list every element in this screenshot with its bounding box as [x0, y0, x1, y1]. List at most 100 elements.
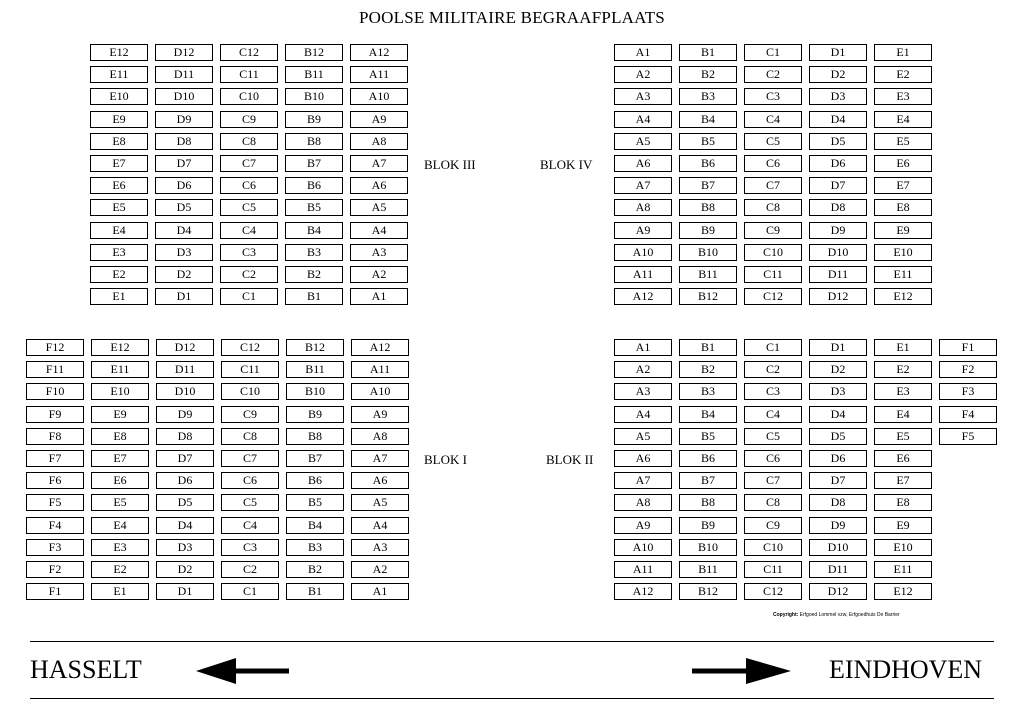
grave-plot: B8 — [286, 428, 344, 445]
grave-plot: A3 — [614, 88, 672, 105]
grave-plot: D9 — [809, 517, 867, 534]
grave-plot: B9 — [679, 222, 737, 239]
grave-plot: F5 — [939, 428, 997, 445]
grave-plot: F9 — [26, 406, 84, 423]
road-line-top — [30, 641, 994, 642]
grave-plot: B5 — [285, 199, 343, 216]
grave-plot: D6 — [809, 450, 867, 467]
arrow-left-icon — [196, 658, 289, 684]
grave-plot: E11 — [874, 266, 932, 283]
grave-plot: C8 — [744, 494, 802, 511]
grave-plot: A3 — [351, 539, 409, 556]
grave-plot: D7 — [809, 472, 867, 489]
grave-plot: D10 — [809, 244, 867, 261]
grave-plot: A7 — [351, 450, 409, 467]
grave-plot: C9 — [220, 111, 278, 128]
grave-plot: C6 — [744, 450, 802, 467]
grave-plot: B10 — [285, 88, 343, 105]
grave-plot: A8 — [351, 428, 409, 445]
grave-plot: A6 — [350, 177, 408, 194]
grave-plot: B7 — [679, 177, 737, 194]
grave-plot: A11 — [614, 266, 672, 283]
grave-plot: D6 — [156, 472, 214, 489]
grave-plot: A11 — [350, 66, 408, 83]
grave-plot: B11 — [679, 266, 737, 283]
grave-plot: E1 — [91, 583, 149, 600]
grave-plot: D5 — [809, 428, 867, 445]
grave-plot: D5 — [155, 199, 213, 216]
grave-plot: E4 — [874, 111, 932, 128]
grave-plot: E2 — [874, 361, 932, 378]
grave-plot: F1 — [26, 583, 84, 600]
blok-i-label: BLOK I — [424, 452, 467, 467]
grave-plot: D2 — [809, 66, 867, 83]
grave-plot: A7 — [350, 155, 408, 172]
grave-plot: E4 — [91, 517, 149, 534]
grave-plot: A8 — [614, 199, 672, 216]
grave-plot: C7 — [744, 472, 802, 489]
grave-plot: D4 — [156, 517, 214, 534]
grave-plot: C11 — [744, 561, 802, 578]
grave-plot: A11 — [614, 561, 672, 578]
grave-plot: A4 — [351, 517, 409, 534]
grave-plot: A1 — [614, 44, 672, 61]
grave-plot: E3 — [91, 539, 149, 556]
grave-plot: C5 — [220, 199, 278, 216]
grave-plot: F6 — [26, 472, 84, 489]
grave-plot: E5 — [91, 494, 149, 511]
grave-plot: D9 — [156, 406, 214, 423]
grave-plot: E10 — [874, 539, 932, 556]
grave-plot: B5 — [679, 133, 737, 150]
grave-plot: C7 — [220, 155, 278, 172]
grave-plot: E2 — [91, 561, 149, 578]
grave-plot: B6 — [679, 155, 737, 172]
grave-plot: E7 — [874, 472, 932, 489]
grave-plot: B12 — [679, 288, 737, 305]
grave-plot: C4 — [744, 406, 802, 423]
grave-plot: B7 — [286, 450, 344, 467]
grave-plot: C5 — [744, 133, 802, 150]
grave-plot: E6 — [90, 177, 148, 194]
grave-plot: A9 — [614, 222, 672, 239]
grave-plot: F8 — [26, 428, 84, 445]
grave-plot: E11 — [874, 561, 932, 578]
grave-plot: A8 — [350, 133, 408, 150]
grave-plot: C4 — [744, 111, 802, 128]
grave-plot: D12 — [156, 339, 214, 356]
grave-plot: D8 — [809, 199, 867, 216]
direction-eindhoven: EINDHOVEN — [829, 655, 983, 684]
grave-plot: B9 — [679, 517, 737, 534]
grave-plot: A1 — [351, 583, 409, 600]
grave-plot: C7 — [221, 450, 279, 467]
grave-plot: E5 — [874, 133, 932, 150]
grave-plot: C9 — [221, 406, 279, 423]
grave-plot: E12 — [91, 339, 149, 356]
grave-plot: A10 — [350, 88, 408, 105]
grave-plot: A6 — [614, 450, 672, 467]
grave-plot: C2 — [744, 66, 802, 83]
grave-plot: B11 — [286, 361, 344, 378]
grave-plot: D4 — [155, 222, 213, 239]
grave-plot: C12 — [744, 583, 802, 600]
grave-plot: E4 — [90, 222, 148, 239]
grave-plot: D2 — [809, 361, 867, 378]
blok-ii-label: BLOK II — [546, 452, 594, 467]
grave-plot: B8 — [285, 133, 343, 150]
grave-plot: D2 — [155, 266, 213, 283]
grave-plot: C11 — [220, 66, 278, 83]
grave-plot: C9 — [744, 517, 802, 534]
blok-iii-label: BLOK III — [424, 157, 476, 172]
grave-plot: D11 — [809, 561, 867, 578]
grave-plot: A5 — [351, 494, 409, 511]
grave-plot: D3 — [155, 244, 213, 261]
grave-plot: C10 — [744, 244, 802, 261]
grave-plot: B11 — [285, 66, 343, 83]
grave-plot: B1 — [679, 339, 737, 356]
grave-plot: A10 — [614, 244, 672, 261]
grave-plot: D7 — [155, 155, 213, 172]
grave-plot: C1 — [744, 44, 802, 61]
grave-plot: B4 — [679, 406, 737, 423]
grave-plot: D1 — [156, 583, 214, 600]
grave-plot: B10 — [679, 244, 737, 261]
grave-plot: B2 — [285, 266, 343, 283]
